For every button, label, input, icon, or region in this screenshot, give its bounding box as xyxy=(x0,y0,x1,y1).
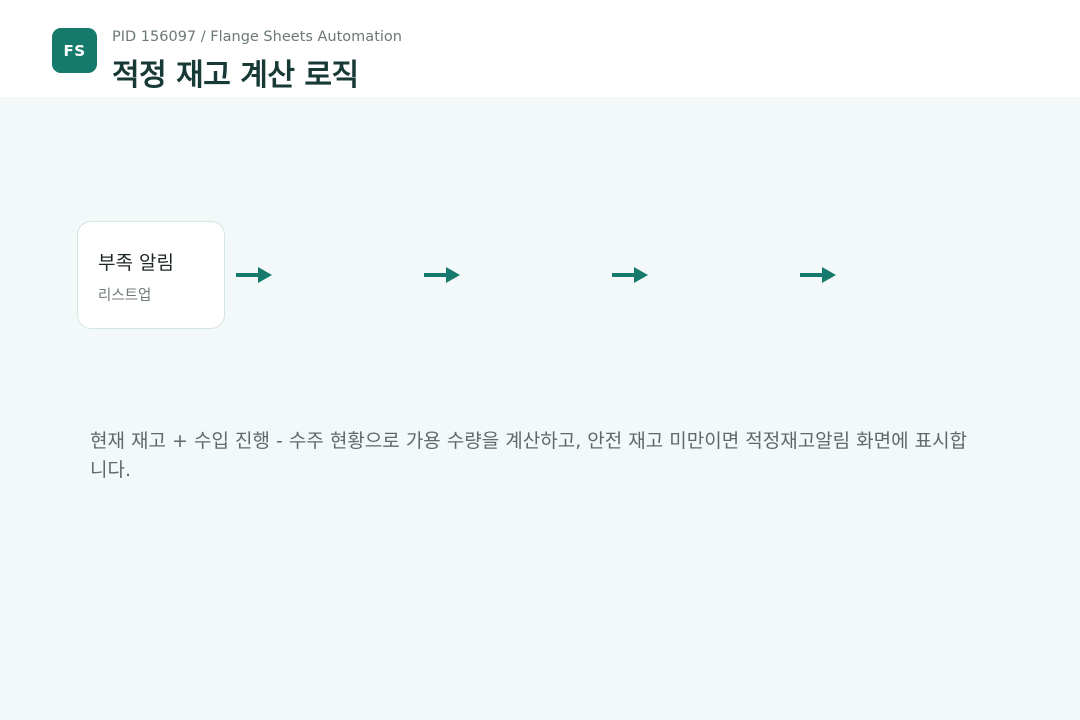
arrow-right-icon xyxy=(236,267,272,283)
header: FS PID 156097 / Flange Sheets Automation… xyxy=(0,0,1080,97)
step-card-shortage-alert: 부족 알림 리스트업 xyxy=(77,221,225,329)
page-title: 적정 재고 계산 로직 xyxy=(112,58,359,93)
step-title: 부족 알림 xyxy=(98,252,174,274)
arrow-right-icon xyxy=(424,267,460,283)
breadcrumb: PID 156097 / Flange Sheets Automation xyxy=(112,29,402,45)
step-subtitle: 리스트업 xyxy=(98,288,152,304)
arrow-right-icon xyxy=(800,267,836,283)
app-logo: FS xyxy=(52,28,97,73)
arrow-right-icon xyxy=(612,267,648,283)
logic-description: 현재 재고 + 수입 진행 - 수주 현황으로 가용 수량을 계산하고, 안전 … xyxy=(90,430,968,481)
